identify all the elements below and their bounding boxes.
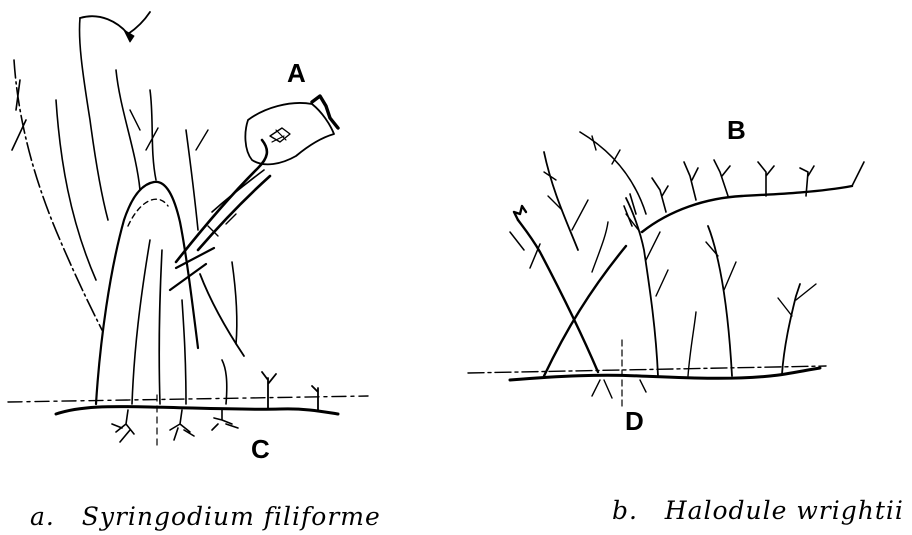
shoot-body-a: [96, 182, 198, 404]
label-C: C: [251, 436, 270, 462]
caption-panel-b: b. Halodule wrightii: [612, 496, 904, 525]
rhizome-a: [56, 407, 338, 414]
label-A: A: [287, 60, 306, 86]
roots-a: [112, 410, 238, 442]
leaf-tip-a: [245, 96, 338, 164]
label-B: B: [727, 117, 746, 143]
sediment-line-b: [468, 366, 826, 373]
caption-panel-a: a. Syringodium filiforme: [30, 502, 381, 531]
panel-b-drawing: [468, 132, 864, 410]
panel-a-drawing: [8, 12, 368, 445]
sediment-line-a: [8, 396, 368, 402]
label-D: D: [625, 408, 644, 434]
